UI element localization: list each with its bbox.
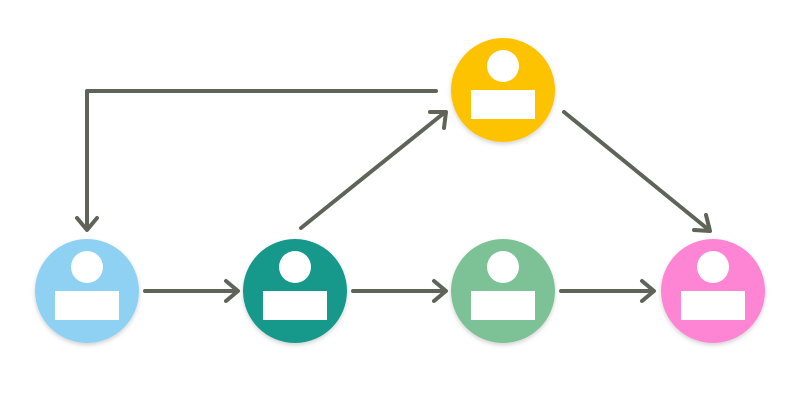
edge-yellow-to-light-blue [85,89,438,230]
user-icon [471,50,535,119]
node-pink[interactable] [661,239,765,343]
user-icon [55,251,119,320]
user-icon [471,251,535,320]
user-icon [263,251,327,320]
node-yellow[interactable] [451,38,555,142]
node-light-blue[interactable] [35,239,139,343]
arrowhead-light-blue-to-teal [224,279,240,303]
nodes [35,38,765,343]
edge-yellow-to-pink [562,110,711,232]
arrowhead-light-green-to-pink [640,279,656,303]
node-light-green[interactable] [451,239,555,343]
edges [75,89,712,303]
arrowhead-teal-to-light-green [432,279,448,303]
node-teal[interactable] [243,239,347,343]
edge-teal-to-yellow [299,111,446,230]
user-icon [681,251,745,320]
arrowhead-yellow-to-light-blue [75,216,99,232]
arrowhead-yellow-to-pink [692,213,712,233]
arrowhead-teal-to-yellow [428,110,448,130]
